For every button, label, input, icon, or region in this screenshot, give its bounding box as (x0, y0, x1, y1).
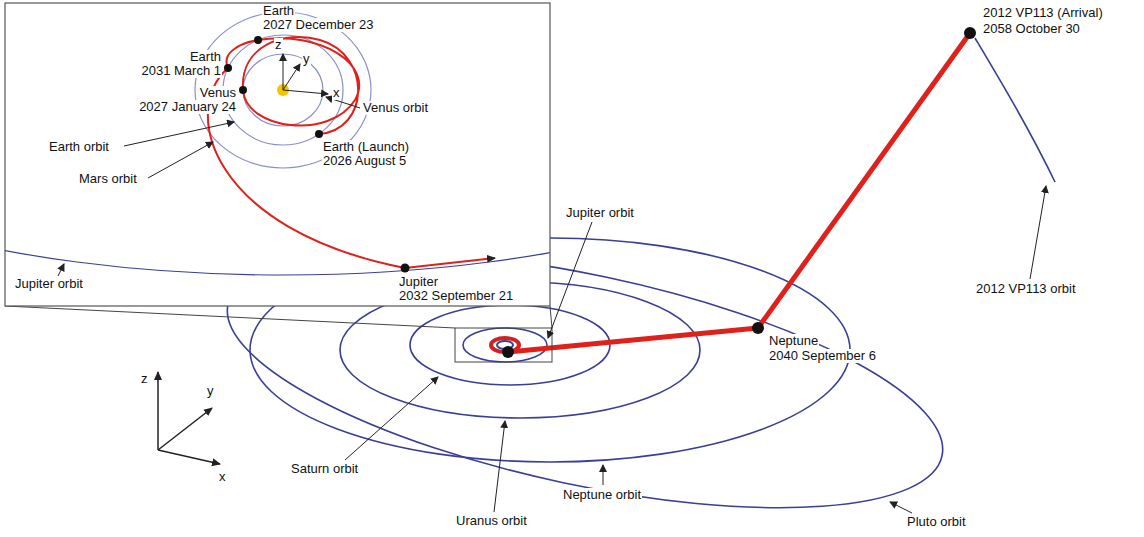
axis-label: x (332, 86, 341, 100)
orbit-label: Earth orbit (48, 140, 110, 154)
axis-label: z (140, 372, 149, 386)
orbit-label: 2012 VP113 orbit (975, 282, 1077, 296)
zoom-frame (455, 328, 552, 362)
zoom-line (5, 306, 455, 328)
inset-trajectory (208, 37, 495, 268)
date-label: 2058 October 30 (982, 22, 1081, 36)
orbit-label: Venus orbit (362, 101, 429, 115)
earth-orbit (223, 35, 343, 145)
planet-label: Neptune (768, 334, 819, 348)
planet-label: Venus (199, 86, 237, 100)
jupiter-orbit (463, 328, 547, 362)
date-label: 2027 December 23 (262, 18, 375, 32)
jupiter-orbit (5, 3, 550, 275)
orbit-label: Neptune orbit (562, 488, 642, 502)
orbit-label: Pluto orbit (906, 515, 967, 529)
vp113-orbit (975, 38, 1055, 182)
planet-label: Earth (189, 50, 222, 64)
zoom-line (550, 306, 552, 328)
planet-label: Earth (Launch) (322, 140, 410, 154)
date-label: 2026 August 5 (322, 154, 407, 168)
trajectory (508, 33, 970, 352)
date-label: 2032 September 21 (398, 289, 514, 303)
orbit-label: Jupiter orbit (14, 277, 84, 291)
date-label: 2031 March 1 (141, 64, 223, 78)
inset (0, 0, 843, 306)
planet-label: Earth (262, 4, 295, 18)
axes (158, 372, 220, 464)
orbit-label: Mars orbit (78, 172, 138, 186)
axis-label: y (302, 52, 311, 66)
date-label: 2040 September 6 (768, 349, 877, 363)
orbit-label: Uranus orbit (455, 514, 528, 528)
target-label: 2012 VP113 (Arrival) (982, 6, 1104, 20)
axis-label: z (274, 38, 283, 52)
inset-leaders (58, 97, 360, 276)
date-label: 2027 January 24 (138, 100, 237, 114)
axis-label: y (206, 384, 215, 398)
inset-dots (224, 36, 410, 273)
orbit-label: Jupiter orbit (565, 206, 635, 220)
planet-label: Jupiter (398, 275, 439, 289)
encounter-dots (502, 27, 976, 358)
orbit-label: Saturn orbit (290, 462, 359, 476)
axis-label: x (218, 470, 227, 484)
